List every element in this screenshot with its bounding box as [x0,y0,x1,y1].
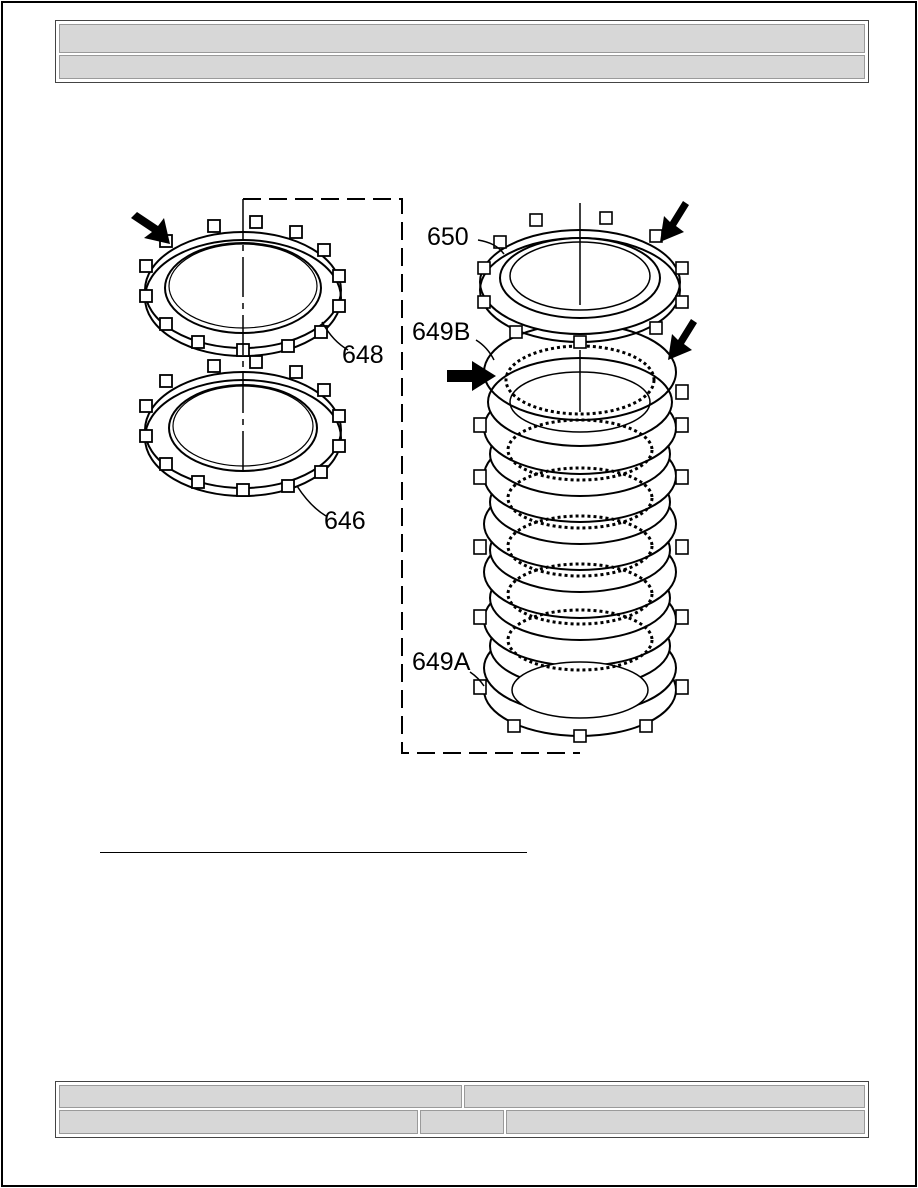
footer-cell-4 [420,1110,504,1134]
page-footer [55,1081,869,1138]
footer-cell-1 [59,1085,462,1108]
callout-646: 646 [324,507,366,535]
header-subtitle-bar [59,55,865,79]
callout-649a: 649A [412,648,471,676]
backing-plate-650 [477,211,689,349]
left-arrow-icon [131,212,170,244]
callout-650: 650 [427,223,469,251]
clutch-pack-stack [473,211,689,743]
header-title-bar [59,24,865,53]
footer-cell-5 [506,1110,865,1134]
assembly-bracket [243,198,580,754]
callout-648: 648 [342,341,384,369]
leader-lines [296,239,505,687]
section-divider [100,852,527,853]
footer-cell-2 [464,1085,865,1108]
footer-cell-3 [59,1110,418,1134]
callout-649b: 649B [412,318,470,346]
plate-646 [139,355,346,497]
arrow-649b-left-icon [447,361,496,391]
page-header [55,20,869,83]
arrow-649b-right-icon [668,319,697,360]
arrow-650-icon [660,201,689,242]
